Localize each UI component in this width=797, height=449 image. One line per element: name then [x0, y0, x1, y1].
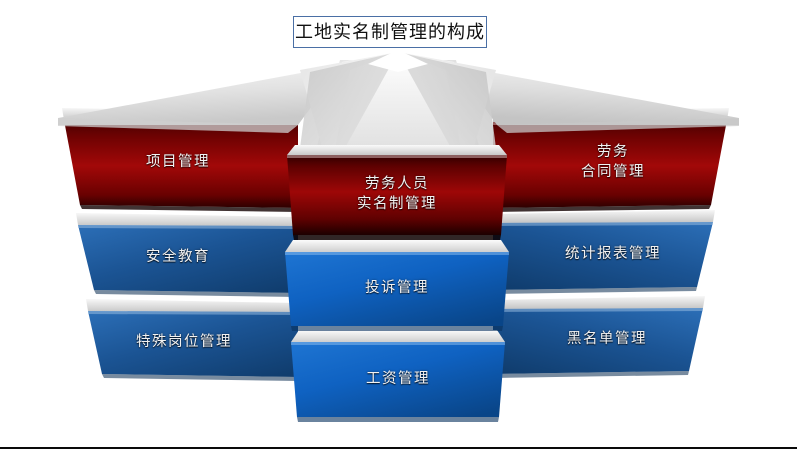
block-blacklist-management-shape: [493, 296, 705, 378]
block-special-post-management-shape: [86, 299, 298, 381]
page-title: 工地实名制管理的构成: [295, 22, 485, 42]
block-label: 特殊岗位管理: [136, 334, 232, 351]
block-salary-management-face: 工资管理: [287, 342, 509, 417]
block-safety-education[interactable]: 安全教育: [58, 213, 298, 305]
block-special-post-management-face: 特殊岗位管理: [70, 311, 298, 375]
block-statistical-report-management[interactable]: 统计报表管理: [493, 210, 733, 302]
block-complaint-management-shape: [285, 240, 509, 331]
block-labor-real-name-management[interactable]: 劳务人员 实名制管理: [281, 145, 513, 245]
block-statistical-report-management-face: 统计报表管理: [493, 222, 733, 288]
block-statistical-report-management-shape: [493, 210, 715, 294]
block-complaint-management[interactable]: 投诉管理: [281, 240, 513, 336]
block-safety-education-shape: [76, 213, 298, 297]
block-label: 劳务人员 实名制管理: [357, 176, 437, 212]
diagram-title-box: 工地实名制管理的构成: [293, 16, 487, 48]
block-label: 项目管理: [146, 154, 210, 171]
block-label: 安全教育: [146, 249, 210, 266]
block-blacklist-management-face: 黑名单管理: [493, 308, 721, 372]
block-labor-contract-management-face: 劳务 合同管理: [493, 120, 733, 206]
block-salary-management[interactable]: 工资管理: [287, 330, 509, 426]
block-safety-education-face: 安全教育: [58, 225, 298, 291]
block-labor-real-name-management-face: 劳务人员 实名制管理: [281, 155, 513, 235]
block-blacklist-management[interactable]: 黑名单管理: [493, 296, 721, 386]
block-label: 投诉管理: [365, 280, 429, 297]
roof-apex-highlight: [368, 50, 428, 72]
block-labor-contract-management[interactable]: 劳务 合同管理: [493, 108, 733, 220]
block-label: 工资管理: [366, 370, 430, 387]
block-project-management[interactable]: 项目管理: [58, 108, 298, 220]
block-salary-management-shape: [291, 330, 505, 422]
block-label: 统计报表管理: [565, 246, 661, 263]
block-label: 劳务 合同管理: [581, 144, 645, 180]
block-label: 黑名单管理: [567, 331, 647, 348]
block-special-post-management[interactable]: 特殊岗位管理: [70, 299, 298, 389]
block-project-management-face: 项目管理: [58, 120, 298, 206]
block-complaint-management-face: 投诉管理: [281, 252, 513, 326]
